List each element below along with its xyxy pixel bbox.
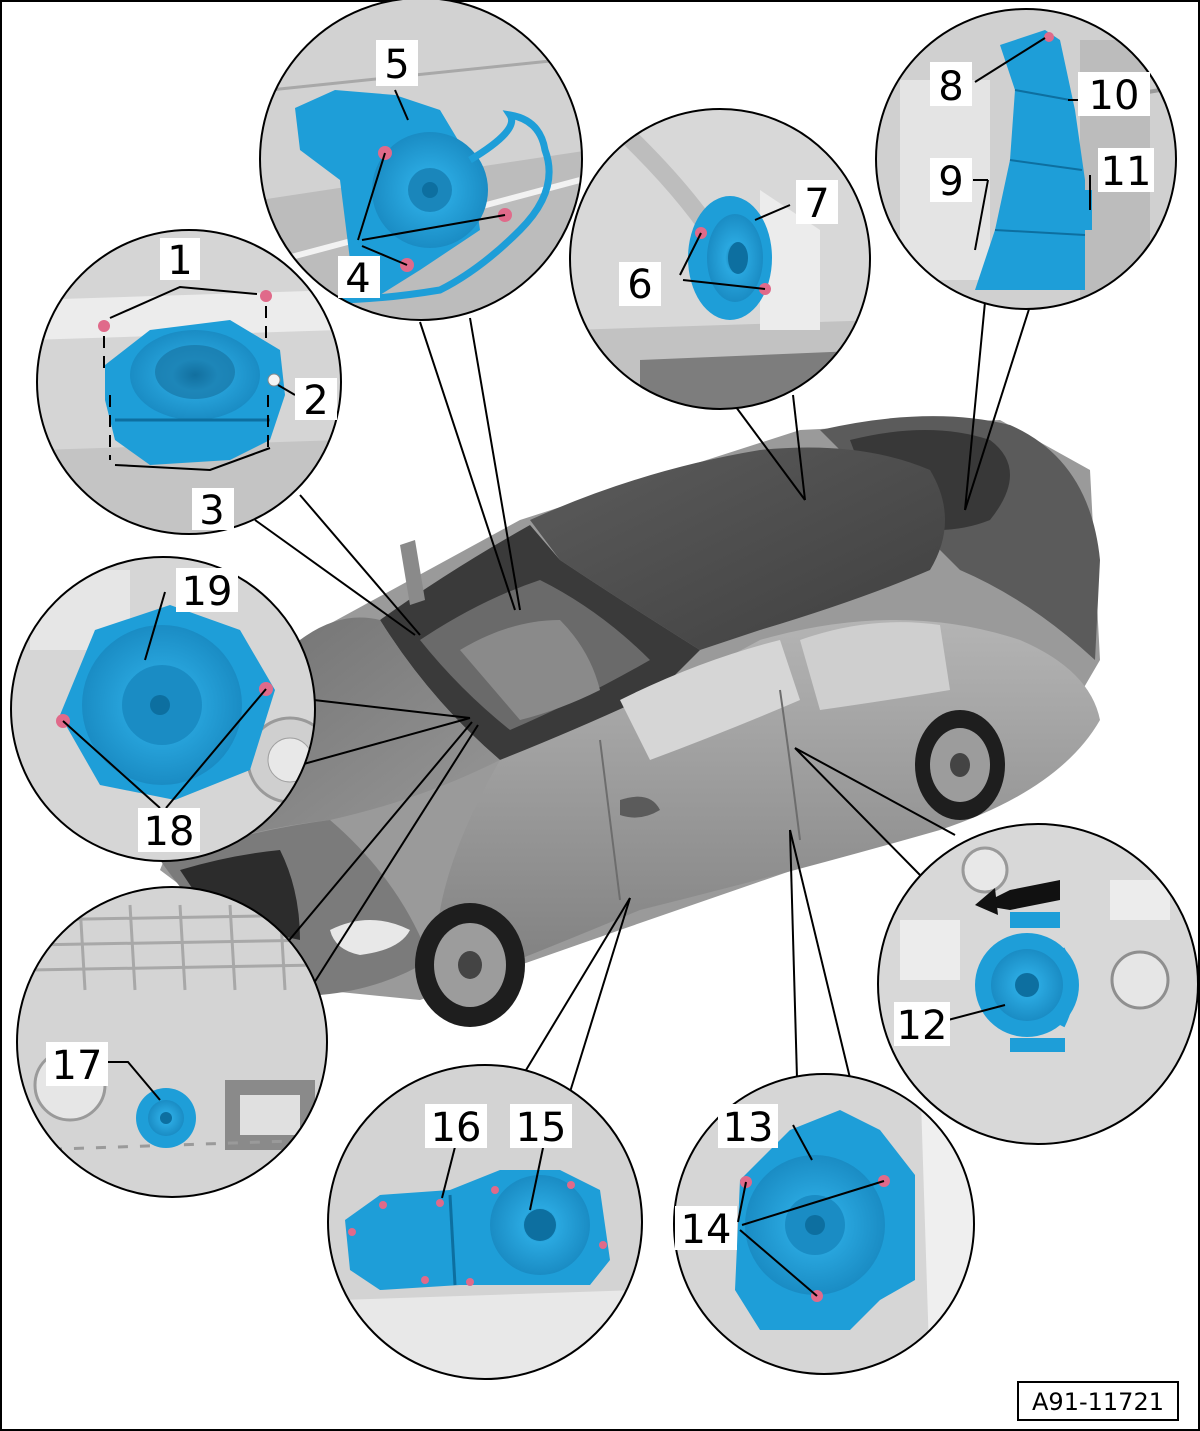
screw: [1044, 32, 1054, 42]
callout-5: 5: [384, 42, 409, 88]
leader-lines: [254, 301, 1031, 1093]
subwoofer-box: [975, 30, 1085, 290]
callout-16: 16: [431, 1105, 482, 1151]
detail-circle-6-7: [569, 108, 871, 410]
detail-circle-13-14: [673, 1073, 975, 1375]
figure-id-box: A91-11721: [1017, 1381, 1179, 1421]
callout-11: 11: [1101, 149, 1152, 195]
detail-circle-12: [877, 823, 1199, 1145]
detail-circle-17: [16, 886, 328, 1198]
callout-8: 8: [938, 64, 963, 110]
callout-6: 6: [627, 262, 652, 308]
callout-labels: 1 2 3 4 5 6 7 8 9 10 11 12 13 14 15 16 1: [46, 40, 1154, 1253]
callout-17: 17: [52, 1043, 103, 1089]
callout-18: 18: [144, 809, 195, 855]
callout-2: 2: [303, 378, 328, 424]
rotate-arrow-icon: [980, 880, 1060, 910]
callout-12: 12: [897, 1003, 948, 1049]
detail-circle-18-19: [10, 556, 316, 862]
screw: [98, 320, 110, 332]
callout-14: 14: [681, 1207, 732, 1253]
callout-9: 9: [938, 159, 963, 205]
callout-13: 13: [723, 1105, 774, 1151]
screw: [260, 290, 272, 302]
detail-circle-1-3: [36, 229, 342, 535]
callout-1: 1: [167, 238, 192, 284]
callout-19: 19: [182, 569, 233, 615]
callout-4: 4: [345, 256, 370, 302]
callout-3: 3: [199, 488, 224, 534]
callout-10: 10: [1089, 73, 1140, 119]
callout-15: 15: [516, 1105, 567, 1151]
callout-7: 7: [804, 181, 829, 227]
detail-circle-15-16: [327, 1064, 643, 1380]
detail-circle-5: [259, 0, 583, 321]
figure-id-label: A91-11721: [1032, 1388, 1164, 1416]
